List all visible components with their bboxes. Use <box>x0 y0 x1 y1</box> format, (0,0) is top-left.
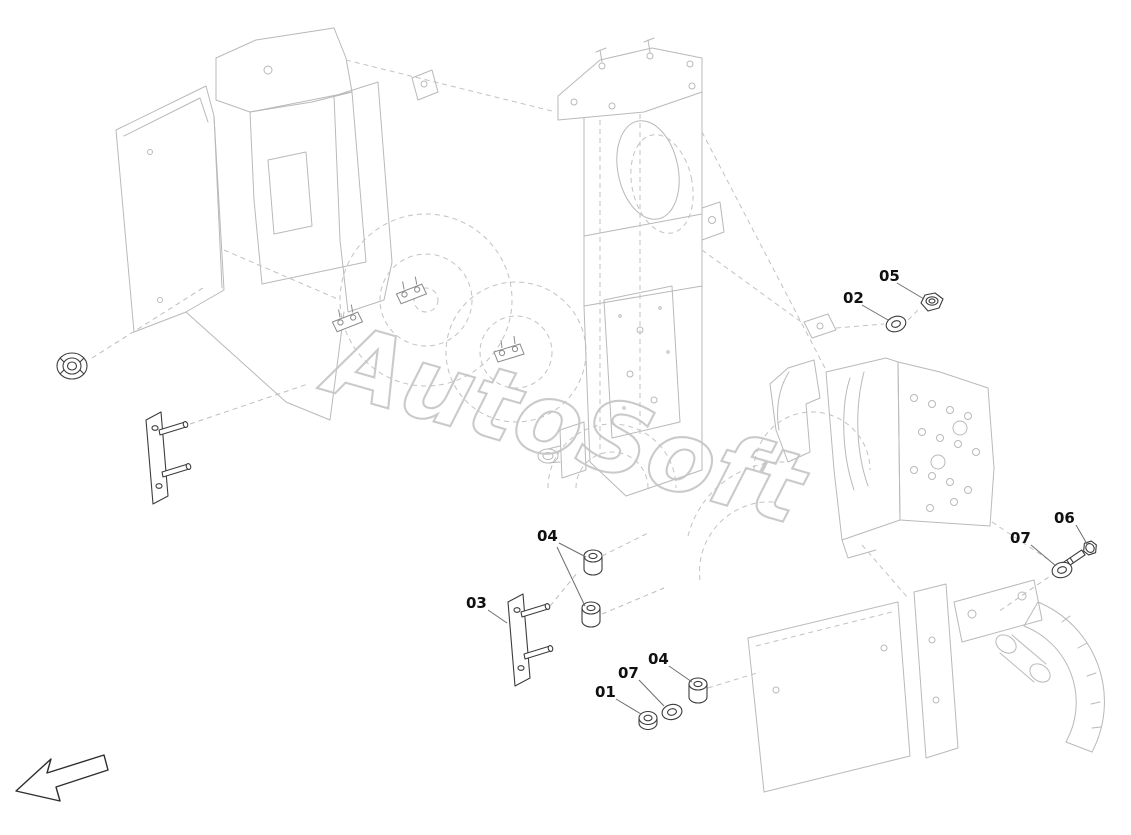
pin-bracket-left <box>145 411 193 505</box>
left-frame-assembly <box>115 27 587 423</box>
leader-lines <box>487 282 1088 715</box>
hardware-parts <box>56 285 1097 731</box>
callout-labels: 01 02 03 04 04 05 06 07 07 <box>466 267 1075 701</box>
center-frame-assembly <box>537 37 827 497</box>
callout-07-right: 07 <box>1010 529 1031 547</box>
part-03-bracket <box>507 593 555 687</box>
part-04-spacer-a <box>583 549 603 576</box>
direction-arrow-icon <box>15 754 109 802</box>
callout-02: 02 <box>843 289 864 307</box>
callout-03: 03 <box>466 594 487 612</box>
watermark-text: AutoSoft <box>310 301 819 548</box>
callout-01: 01 <box>595 683 616 701</box>
part-02-washer <box>883 313 909 335</box>
bottom-right-frame-assembly <box>707 579 1105 793</box>
callout-07-lower: 07 <box>618 664 639 682</box>
part-05-nut <box>920 292 944 312</box>
callout-04-lower: 04 <box>648 650 669 668</box>
bushing-part <box>56 352 88 380</box>
right-frame-assembly <box>687 249 1053 599</box>
callout-05: 05 <box>879 267 900 285</box>
callout-04-upper: 04 <box>537 527 558 545</box>
part-01-nut <box>638 710 658 731</box>
callout-06: 06 <box>1054 509 1075 527</box>
